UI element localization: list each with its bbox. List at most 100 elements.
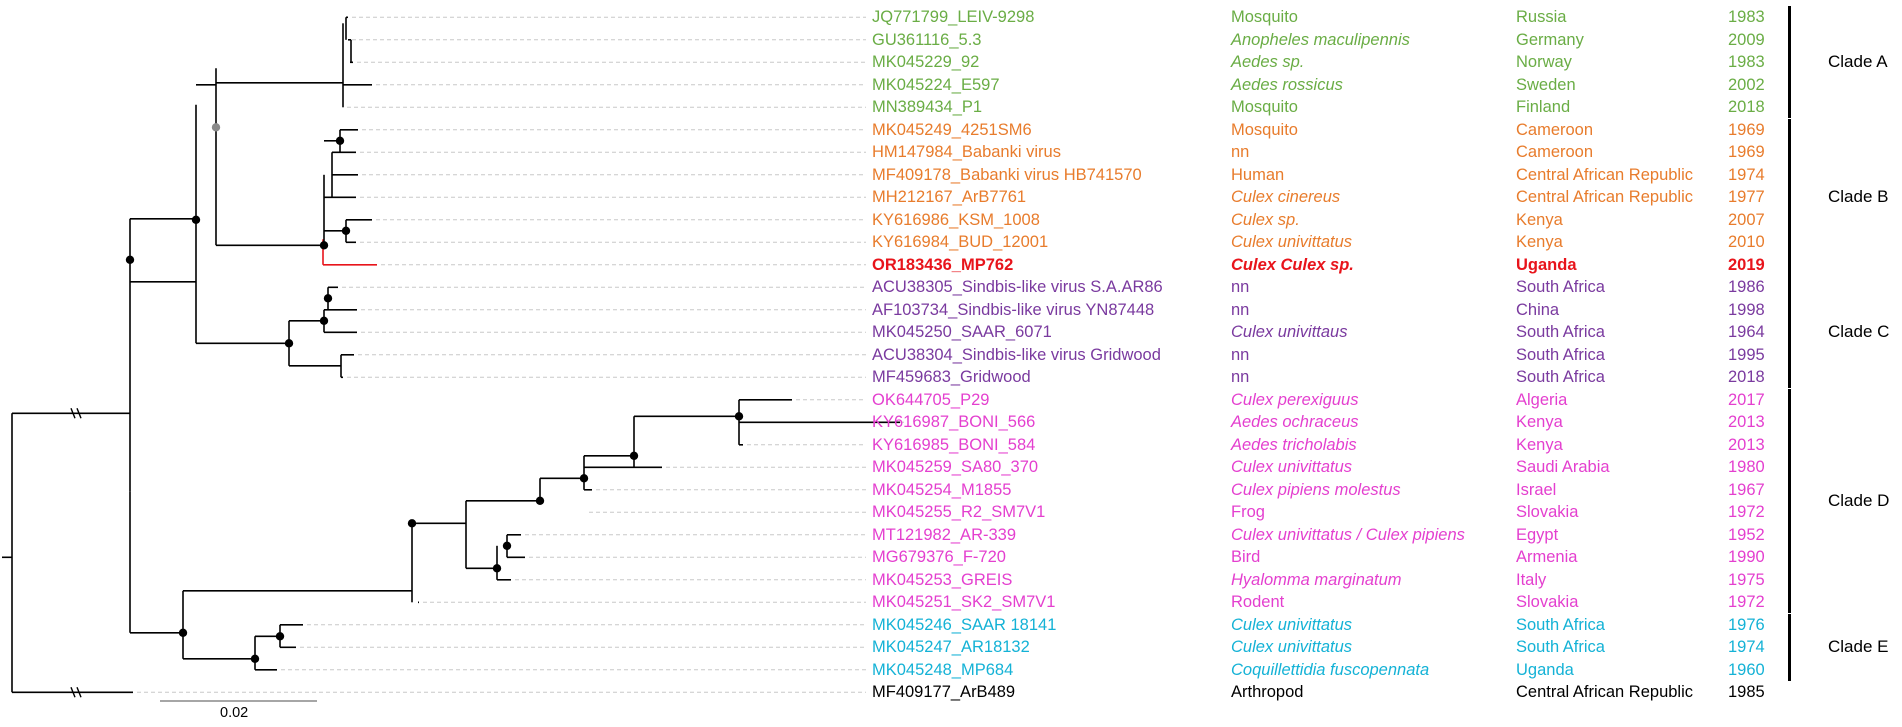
taxon-accession: MK045251_SK2_SM7V1 bbox=[872, 593, 1056, 612]
bootstrap-node bbox=[125, 255, 135, 264]
taxon-accession: MK045259_SA80_370 bbox=[872, 458, 1039, 477]
taxon-country: Israel bbox=[1516, 480, 1557, 499]
taxon-accession: AF103734_Sindbis-like virus YN87448 bbox=[872, 300, 1155, 319]
bootstrap-node bbox=[492, 564, 502, 573]
bootstrap-node bbox=[734, 412, 744, 421]
taxon-year: 1990 bbox=[1728, 548, 1765, 567]
taxon-host: Frog bbox=[1231, 503, 1265, 522]
taxon-country: Cameroon bbox=[1516, 143, 1594, 162]
taxon-host: Anopheles maculipennis bbox=[1231, 30, 1410, 49]
clade-bar bbox=[1788, 613, 1791, 681]
taxon-host: Culex univittatus bbox=[1231, 615, 1353, 634]
taxon-year: 1974 bbox=[1728, 638, 1765, 657]
taxon-host: Coquillettidia fuscopennata bbox=[1231, 660, 1430, 679]
taxon-year: 1976 bbox=[1728, 615, 1765, 634]
taxon-country: Algeria bbox=[1516, 390, 1568, 409]
taxon-host: nn bbox=[1231, 143, 1250, 162]
taxon-year: 2019 bbox=[1728, 255, 1765, 274]
taxon-host: Culex univittatus bbox=[1231, 638, 1353, 657]
taxon-country: Cameroon bbox=[1516, 120, 1594, 139]
taxon-year: 1985 bbox=[1728, 683, 1765, 702]
clade-bar bbox=[1788, 388, 1791, 614]
taxon-year: 1983 bbox=[1728, 53, 1765, 72]
bootstrap-node bbox=[211, 123, 221, 132]
taxon-country: Central African Republic bbox=[1516, 683, 1694, 702]
taxon-host: Aedes ochraceus bbox=[1231, 413, 1359, 432]
clade-label: Clade C bbox=[1828, 322, 1890, 342]
scale-bar-label: 0.02 bbox=[220, 705, 249, 721]
bootstrap-node bbox=[323, 294, 333, 303]
bootstrap-node bbox=[407, 519, 417, 528]
taxon-accession: MK045250_SAAR_6071 bbox=[872, 323, 1052, 342]
taxon-accession: MK045253_GREIS bbox=[872, 570, 1013, 589]
branch-break-mark bbox=[70, 687, 76, 698]
taxon-accession: MK045254_M1855 bbox=[872, 480, 1012, 499]
taxon-accession: MG679376_F-720 bbox=[872, 548, 1006, 567]
taxon-country: Kenya bbox=[1516, 413, 1563, 432]
taxon-accession: OR183436_MP762 bbox=[872, 255, 1014, 274]
taxon-host: Aedes rossicus bbox=[1231, 75, 1343, 94]
taxon-country: South Africa bbox=[1516, 615, 1605, 634]
taxon-year: 2009 bbox=[1728, 30, 1765, 49]
clade-label: Clade A bbox=[1828, 52, 1888, 72]
taxon-accession: KY616984_BUD_12001 bbox=[872, 233, 1049, 252]
taxon-year: 1986 bbox=[1728, 278, 1765, 297]
clade-bar bbox=[1788, 276, 1791, 389]
bootstrap-node bbox=[502, 541, 512, 550]
taxon-host: Culex sp. bbox=[1231, 210, 1300, 229]
taxon-host: nn bbox=[1231, 345, 1250, 364]
taxon-country: Slovakia bbox=[1516, 503, 1579, 522]
taxon-country: South Africa bbox=[1516, 368, 1605, 387]
taxon-host: Culex perexiguus bbox=[1231, 390, 1359, 409]
taxon-country: Central African Republic bbox=[1516, 188, 1694, 207]
taxon-year: 1977 bbox=[1728, 188, 1765, 207]
taxon-accession: HM147984_Babanki virus bbox=[872, 143, 1061, 162]
taxon-host: Bird bbox=[1231, 548, 1261, 567]
taxon-host: Culex univittatus / Culex pipiens bbox=[1231, 525, 1465, 544]
taxon-accession: MK045255_R2_SM7V1 bbox=[872, 503, 1046, 522]
taxon-country: South Africa bbox=[1516, 345, 1605, 364]
branch-break-mark bbox=[70, 408, 76, 419]
taxon-year: 1964 bbox=[1728, 323, 1765, 342]
taxon-host: Hyalomma marginatum bbox=[1231, 570, 1402, 589]
bootstrap-node bbox=[335, 136, 345, 145]
taxon-year: 2013 bbox=[1728, 435, 1765, 454]
taxon-host: Culex cinereus bbox=[1231, 188, 1341, 207]
taxon-row: MG679376_F-720 Bird Armenia 1990 bbox=[0, 546, 1902, 569]
taxon-country: Kenya bbox=[1516, 435, 1563, 454]
taxon-row: OR183436_MP762 Culex Culex sp. Uganda 2019 bbox=[0, 254, 1902, 277]
taxon-accession: JQ771799_LEIV-9298 bbox=[872, 8, 1035, 27]
taxon-country: Kenya bbox=[1516, 210, 1563, 229]
clade-bar bbox=[1788, 6, 1791, 119]
bootstrap-node bbox=[319, 316, 329, 325]
taxon-year: 1967 bbox=[1728, 480, 1765, 499]
taxon-accession: KY616985_BONI_584 bbox=[872, 435, 1036, 454]
taxon-year: 1974 bbox=[1728, 165, 1765, 184]
taxon-country: Armenia bbox=[1516, 548, 1578, 567]
taxon-country: Uganda bbox=[1516, 255, 1577, 274]
taxon-year: 1983 bbox=[1728, 8, 1765, 27]
taxon-country: Norway bbox=[1516, 53, 1572, 72]
bootstrap-node bbox=[579, 474, 589, 483]
taxon-host: Culex Culex sp. bbox=[1231, 255, 1354, 274]
